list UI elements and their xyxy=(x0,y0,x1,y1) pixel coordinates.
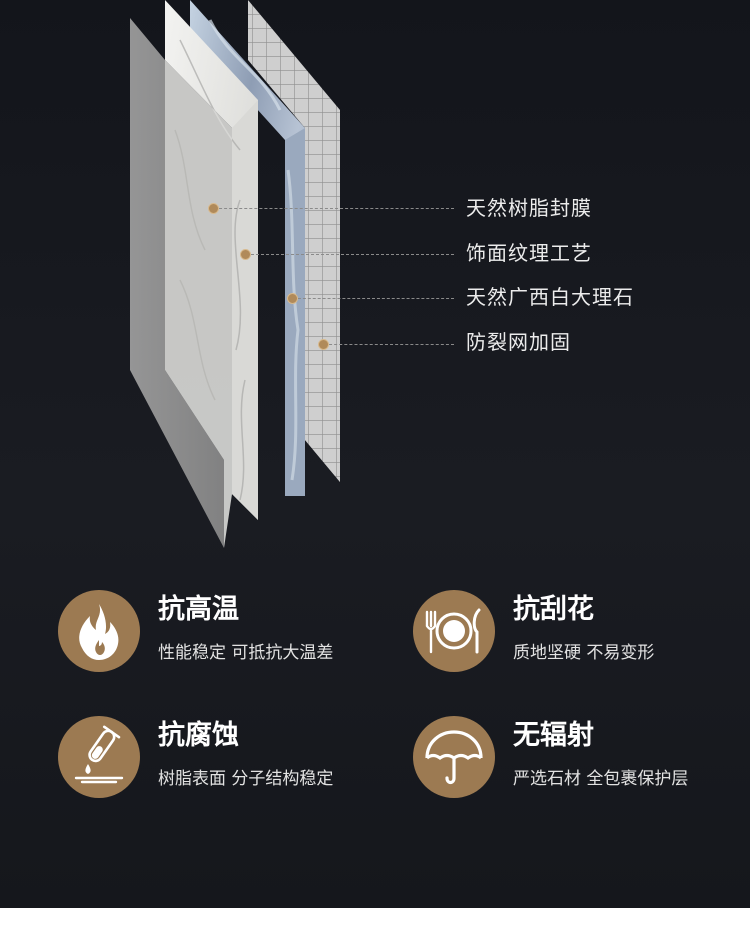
feature-heat-resistant: 抗高温 性能稳定 可抵抗大温差 xyxy=(58,590,398,674)
callout-label-marble: 天然广西白大理石 xyxy=(466,285,634,309)
feature-corrosion-resistant: 抗腐蚀 树脂表面 分子结构稳定 xyxy=(58,716,398,800)
callout-line-mesh xyxy=(324,344,454,345)
feature-desc: 性能稳定 可抵抗大温差 xyxy=(158,643,334,663)
callout-line-texture xyxy=(246,254,454,255)
stone-layer xyxy=(190,0,305,496)
callout-label-texture: 饰面纹理工艺 xyxy=(466,241,592,265)
layer-stack-illustration xyxy=(130,0,340,548)
callout-line-marble xyxy=(293,298,454,299)
feature-no-radiation: 无辐射 严选石材 全包裹保护层 xyxy=(413,716,750,800)
callout-label-resin: 天然树脂封膜 xyxy=(466,196,592,220)
callout-dot-texture xyxy=(240,249,251,260)
feature-title: 抗高温 xyxy=(158,594,239,625)
feature-desc: 树脂表面 分子结构稳定 xyxy=(158,769,334,789)
feature-title: 抗刮花 xyxy=(513,594,594,625)
feature-title: 无辐射 xyxy=(513,720,594,751)
resin-film-layer xyxy=(130,18,232,548)
plate-fork-knife-icon xyxy=(413,590,495,672)
callout-label-mesh: 防裂网加固 xyxy=(466,330,571,354)
callout-line-resin xyxy=(214,208,454,209)
umbrella-icon xyxy=(413,716,495,798)
feature-scratch-resistant: 抗刮花 质地坚硬 不易变形 xyxy=(413,590,750,674)
feature-title: 抗腐蚀 xyxy=(158,720,239,751)
feature-desc: 质地坚硬 不易变形 xyxy=(513,643,655,663)
callout-dot-marble xyxy=(287,293,298,304)
callout-dot-mesh xyxy=(318,339,329,350)
mesh-layer xyxy=(248,0,340,482)
test-tube-icon xyxy=(58,716,140,798)
callout-dot-resin xyxy=(208,203,219,214)
feature-desc: 严选石材 全包裹保护层 xyxy=(513,769,689,789)
texture-layer xyxy=(165,0,258,520)
flame-icon xyxy=(58,590,140,672)
product-panel: 天然树脂封膜 饰面纹理工艺 天然广西白大理石 防裂网加固 抗高温 性能稳定 可抵… xyxy=(0,0,750,908)
